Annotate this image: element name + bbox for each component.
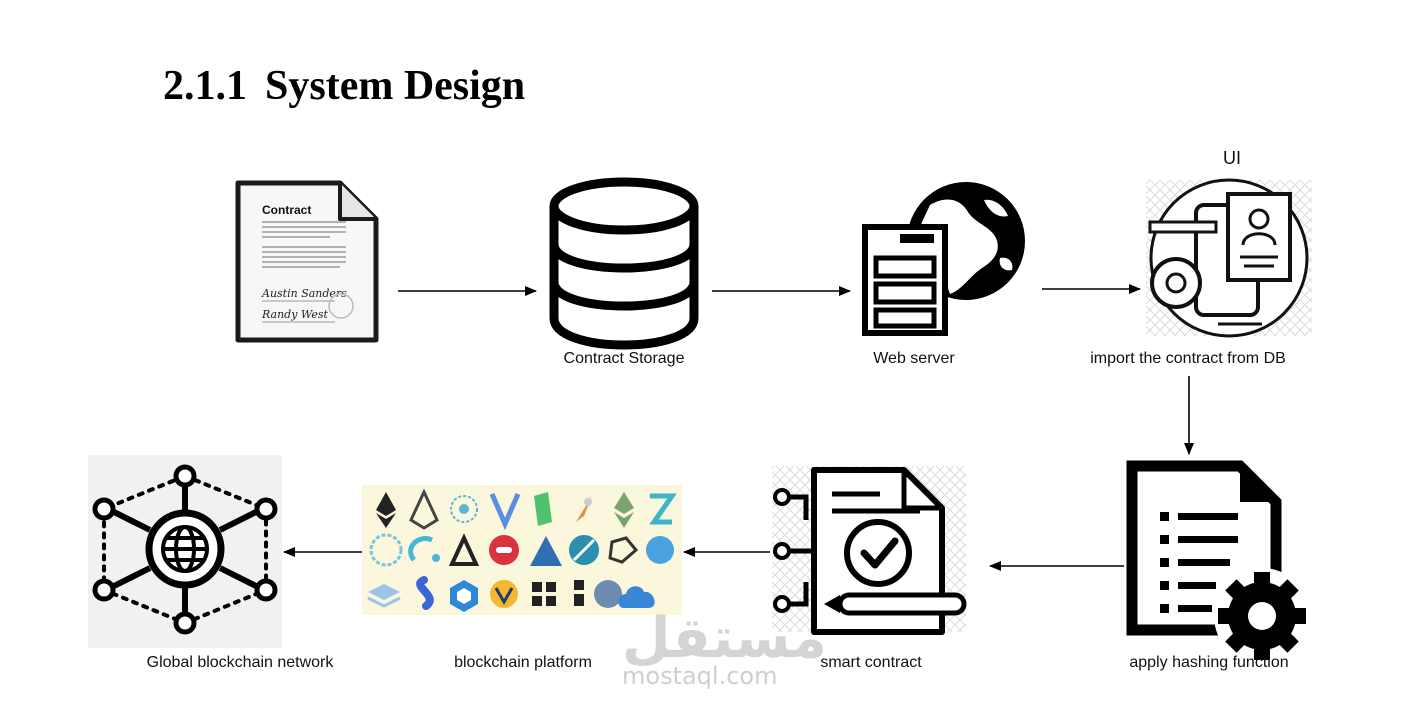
section-number: 2.1.1 [163,63,247,109]
database-icon [549,177,699,350]
contract-document-icon: Contract Austin Sanders Randy West [235,180,379,343]
label-web-server: Web server [873,350,955,367]
contract-doc-title: Contract [262,203,311,217]
smart-contract-icon [772,466,967,635]
watermark-latin: mostaql.com [622,662,778,690]
ui-caption: UI [1223,148,1241,168]
label-smart-contract: smart contract [820,654,922,671]
label-global-network: Global blockchain network [146,654,334,671]
contract-signature-2: Randy West [261,308,328,321]
globe-icon [161,525,209,573]
blockchain-platform-logos [362,485,682,615]
watermark-arabic: مستقل [622,606,827,671]
label-contract-storage: Contract Storage [563,350,685,367]
global-network-icon [88,455,282,648]
web-server-icon [862,182,1025,336]
label-hashing: apply hashing function [1129,654,1289,671]
ui-app-icon [1146,178,1312,338]
hashing-document-icon [1126,460,1310,664]
label-blockchain-platform: blockchain platform [454,654,592,671]
gear-icon [1214,568,1310,664]
label-import-contract: import the contract from DB [1090,350,1286,367]
contract-signature-1: Austin Sanders [261,287,347,300]
section-title: System Design [265,63,526,109]
section-heading: 2.1.1 System Design [163,62,525,110]
